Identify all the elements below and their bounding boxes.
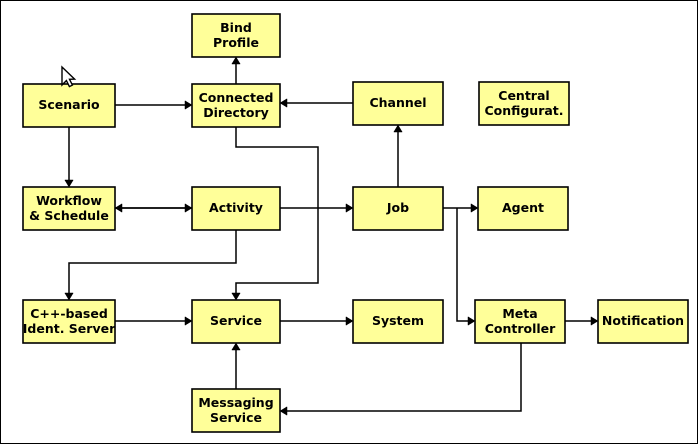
edge-connected-directory-to-service [231,127,319,301]
arrowhead [64,179,74,188]
node-label: Bind [220,20,252,35]
edge-line [235,127,319,296]
arrowhead [345,203,354,213]
node-box[interactable] [22,83,116,128]
node-label: Ident. Server [23,321,116,336]
edge-line [284,343,522,412]
node-label: Directory [203,105,269,120]
node-box[interactable] [191,13,281,58]
node-label: Scenario [38,97,100,112]
node-label: C++-based [30,306,108,321]
edge-scenario-to-connected-directory [115,100,193,110]
edge-job-to-meta-controller [456,208,476,326]
node-box[interactable] [191,388,281,433]
edge-connected-directory-to-bind-profile [231,56,241,84]
arrowhead [231,292,241,301]
node-scenario[interactable]: Scenario [22,83,116,128]
edge-activity-to-cpp-ident-server [64,230,237,301]
arrowhead [470,203,479,213]
arrowhead [64,292,74,301]
node-label: Job [386,200,409,215]
arrowhead [590,316,599,326]
edge-meta-controller-to-messaging-service [279,343,522,416]
node-workflow-schedule[interactable]: Workflow& Schedule [22,186,116,231]
arrowhead [279,98,288,108]
arrowhead [114,203,123,213]
arrowhead [279,406,288,416]
node-label: Workflow [36,193,102,208]
arrowhead [184,316,193,326]
node-box[interactable] [478,81,570,126]
edge-scenario-to-workflow [64,127,74,188]
edge-activity-to-workflow [114,203,192,213]
node-activity[interactable]: Activity [191,186,281,231]
node-box[interactable] [22,186,116,231]
node-job[interactable]: Job [352,186,444,231]
node-label: Activity [209,200,263,215]
node-box[interactable] [191,83,281,128]
node-label: Channel [369,95,426,110]
node-label: Configurat. [484,103,563,118]
arrowhead [467,316,476,326]
node-box[interactable] [474,299,566,344]
node-box[interactable] [191,299,281,344]
node-label: Service [210,410,262,425]
node-label: Service [210,313,262,328]
node-label: Messaging [198,395,273,410]
edge-cpp-ident-server-to-service [115,316,193,326]
edge-job-to-agent [443,203,479,213]
edge-activity-to-job [280,203,354,213]
node-label: Notification [602,313,684,328]
arrowhead [231,342,241,351]
edge-service-to-system [280,316,354,326]
edge-messaging-service-to-service [231,342,241,389]
node-box[interactable] [191,186,281,231]
node-label: Central [498,88,549,103]
node-box[interactable] [597,299,689,344]
edges-group [64,56,599,416]
node-notification[interactable]: Notification [597,299,689,344]
edge-job-to-channel [393,124,403,187]
node-label: System [372,313,424,328]
node-service[interactable]: Service [191,299,281,344]
arrowhead [184,100,193,110]
node-label: & Schedule [29,208,109,223]
node-label: Meta [502,306,537,321]
edge-channel-to-connected-directory [279,98,353,108]
node-label: Profile [213,35,259,50]
arrowhead [393,124,403,133]
node-label: Connected [199,90,274,105]
node-system[interactable]: System [352,299,444,344]
node-box[interactable] [22,299,116,344]
arrowhead [345,316,354,326]
edge-line [68,230,237,296]
node-box[interactable] [352,81,444,126]
node-box[interactable] [352,186,444,231]
node-box[interactable] [477,186,569,231]
arrowhead [231,56,241,65]
node-channel[interactable]: Channel [352,81,444,126]
node-box[interactable] [352,299,444,344]
node-label: Controller [485,321,556,336]
node-agent[interactable]: Agent [477,186,569,231]
edge-line [456,208,471,322]
node-label: Agent [502,200,544,215]
edge-meta-controller-to-notification [565,316,599,326]
